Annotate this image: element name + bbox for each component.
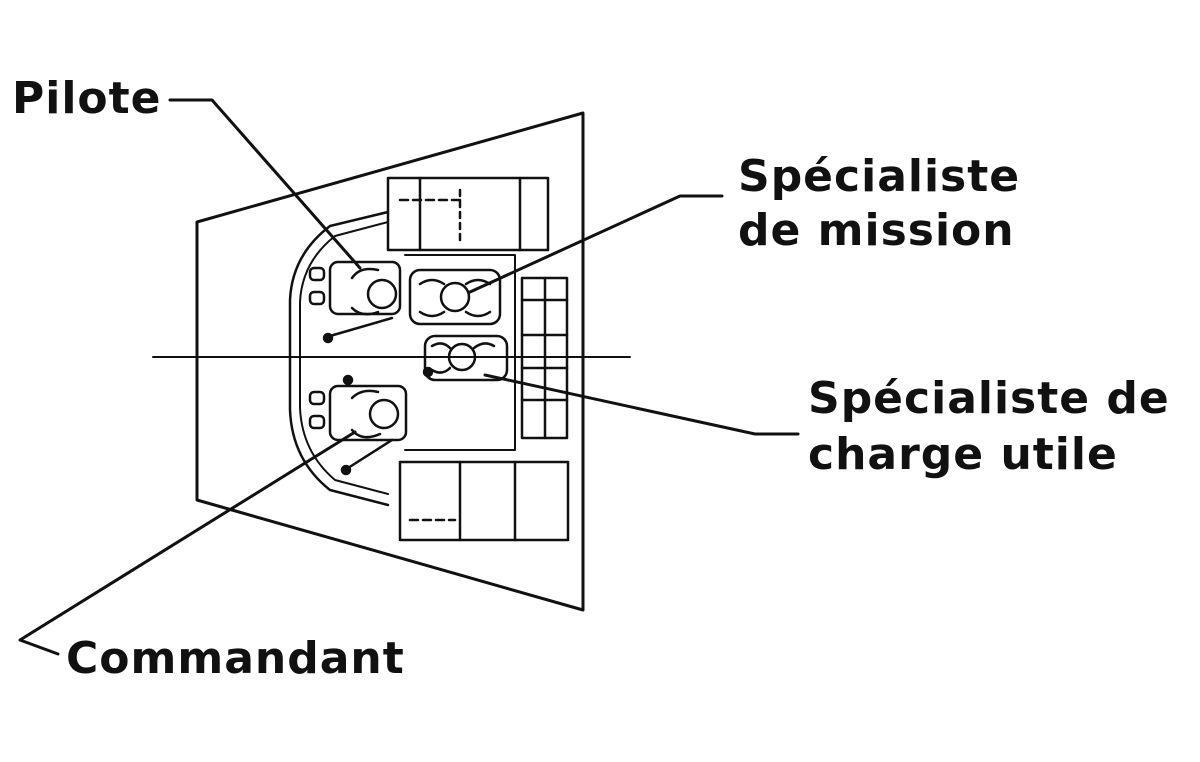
forward-console (288, 210, 390, 507)
payload-specialist-label-line1: Spécialiste de (808, 373, 1170, 424)
pilot-seat (308, 260, 402, 344)
lower-aft-panel (398, 460, 570, 542)
forward-console-inner (299, 221, 389, 495)
commander-seat (308, 374, 408, 476)
mission-specialist-label-line1: Spécialiste (738, 151, 1021, 202)
pilot-label: Pilote (12, 73, 162, 124)
aft-station-rack (520, 276, 569, 440)
payload-specialist-seat (422, 334, 509, 382)
commander-label: Commandant (66, 633, 405, 684)
mission-specialist-leader-line (468, 194, 724, 294)
cabin-outline (195, 111, 585, 612)
pilot-leader-line (168, 98, 362, 270)
mission-specialist-label-line2: de mission (738, 205, 1015, 256)
payload-specialist-leader-line (483, 373, 800, 436)
upper-aft-panel (386, 176, 550, 252)
commander-leader-line (18, 430, 357, 656)
flight-deck-floor (404, 254, 516, 451)
payload-specialist-label-line2: charge utile (808, 429, 1118, 480)
mission-specialist-seat (408, 268, 502, 326)
